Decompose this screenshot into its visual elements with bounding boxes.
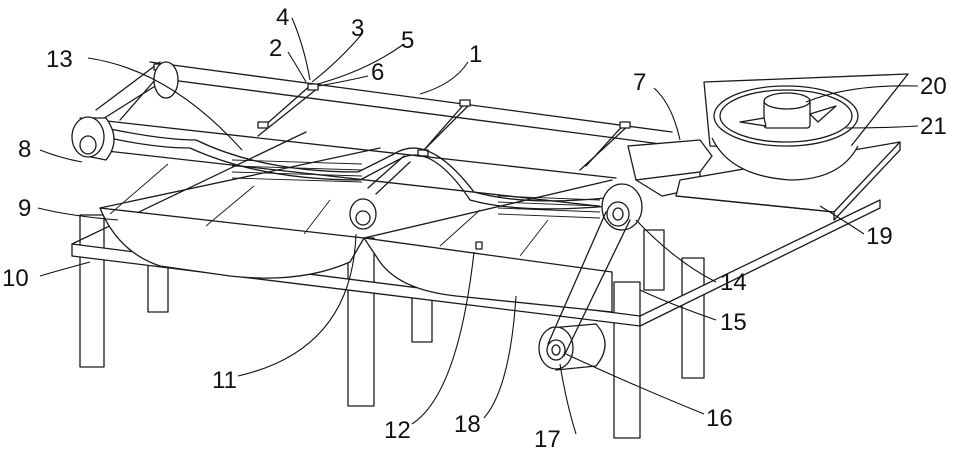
leg-rear-right xyxy=(682,258,704,378)
label-8: 8 xyxy=(18,136,31,163)
label-21: 21 xyxy=(920,113,947,140)
belt-sag-and-brushes xyxy=(92,126,610,218)
leg-rear-left xyxy=(148,262,168,312)
label-16: 16 xyxy=(706,405,733,432)
sensor-12 xyxy=(476,242,482,249)
label-7: 7 xyxy=(633,69,646,96)
clamp-6 xyxy=(308,84,318,90)
label-5: 5 xyxy=(401,27,414,54)
label-9: 9 xyxy=(18,195,31,222)
label-6: 6 xyxy=(371,59,384,86)
leg-front-right xyxy=(614,282,640,438)
label-10: 10 xyxy=(2,265,29,292)
label-17: 17 xyxy=(534,426,561,453)
label-3: 3 xyxy=(351,15,364,42)
label-11: 11 xyxy=(212,367,237,394)
label-12: 12 xyxy=(384,417,411,444)
label-13: 13 xyxy=(46,46,73,73)
label-18: 18 xyxy=(454,411,481,438)
right-base-beam xyxy=(640,200,880,326)
leg-front-middle xyxy=(348,238,374,406)
label-20: 20 xyxy=(920,73,947,100)
label-15: 15 xyxy=(720,309,747,336)
leg-right-upper xyxy=(644,230,664,290)
label-14: 14 xyxy=(720,269,747,296)
label-2: 2 xyxy=(269,35,282,62)
fan-platform xyxy=(676,74,908,220)
label-19: 19 xyxy=(866,223,893,250)
label-1: 1 xyxy=(469,41,482,68)
label-4: 4 xyxy=(276,4,289,31)
left-hopper xyxy=(100,208,364,278)
